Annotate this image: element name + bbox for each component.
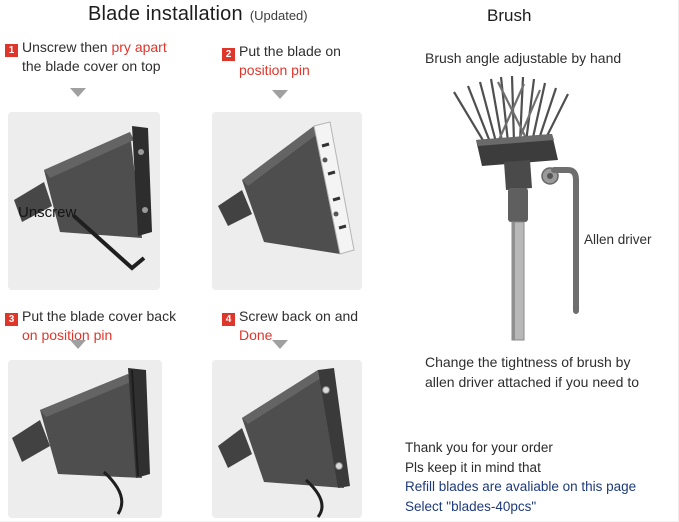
scraper-socket bbox=[12, 420, 50, 462]
blade-on-pin bbox=[313, 121, 355, 255]
scraper-head bbox=[242, 370, 344, 488]
brush-illustration bbox=[453, 76, 579, 341]
scraper-head bbox=[40, 374, 142, 478]
blade-cover-plate bbox=[128, 368, 150, 478]
step-4-panel bbox=[212, 360, 362, 518]
reminder-line: Pls keep it in mind that bbox=[405, 459, 541, 475]
step-4-badge: 4 bbox=[222, 313, 235, 326]
unscrew-label: Unscrew bbox=[18, 204, 77, 221]
allen-driver-label: Allen driver bbox=[584, 232, 652, 247]
brush-angle-note: Brush angle adjustable by hand bbox=[425, 50, 622, 66]
step-4-text-part: Screw back on and bbox=[239, 308, 359, 324]
step-4-keyword: Done bbox=[239, 327, 273, 343]
select-blades-line: Select "blades-40pcs" bbox=[405, 498, 537, 514]
scraper-step4-illustration bbox=[218, 368, 350, 518]
scraper-socket bbox=[14, 182, 52, 222]
scraper-head bbox=[242, 126, 340, 254]
step-3-text-part: Put the blade cover back bbox=[22, 308, 177, 324]
step-4-text: Screw back on and Done bbox=[239, 307, 389, 345]
scraper-head bbox=[44, 132, 142, 238]
blade-cover-plate bbox=[132, 126, 152, 236]
allen-key-icon bbox=[304, 478, 324, 518]
brush-hinge-bracket bbox=[504, 160, 532, 222]
scraper-step2-illustration bbox=[218, 121, 355, 255]
brush-tightness-line2: allen driver attached if you need to bbox=[425, 374, 640, 390]
step-2-keyword: position pin bbox=[239, 62, 310, 78]
step-1-text: Unscrew then pry apart the blade cover o… bbox=[22, 38, 222, 76]
step-1-text-part2: the blade cover on top bbox=[22, 58, 161, 74]
step-1-text-part: Unscrew then bbox=[22, 39, 112, 55]
brush-section-title: Brush bbox=[487, 6, 532, 25]
allen-key-icon bbox=[551, 167, 579, 314]
step-2-text: Put the blade on position pin bbox=[239, 42, 379, 80]
order-thanks-line: Thank you for your order bbox=[405, 440, 553, 455]
allen-key-icon bbox=[102, 470, 124, 515]
step-3-badge: 3 bbox=[5, 313, 18, 326]
step-1-badge: 1 bbox=[5, 44, 18, 57]
step-2-panel bbox=[212, 112, 362, 290]
down-arrow-icon bbox=[272, 90, 288, 99]
step-1-panel: Unscrew bbox=[8, 112, 160, 290]
brush-head bbox=[476, 134, 558, 166]
scraper-step3-illustration bbox=[12, 368, 150, 515]
step-2-text-part: Put the blade on bbox=[239, 43, 341, 59]
allen-key-icon bbox=[72, 214, 146, 271]
step-3-panel bbox=[8, 360, 162, 518]
step-1-keyword: pry apart bbox=[111, 39, 167, 55]
brush-tightness-note: Change the tightness of brush by allen d… bbox=[425, 352, 639, 392]
refill-info-line: Refill blades are avaliable on this page bbox=[405, 479, 637, 494]
scraper-step1-illustration bbox=[14, 126, 152, 271]
screwed-cover bbox=[318, 368, 350, 488]
down-arrow-icon bbox=[272, 340, 288, 349]
brush-tightness-line1: Change the tightness of brush by bbox=[425, 354, 631, 370]
scraper-socket bbox=[218, 190, 252, 226]
step-3-text: Put the blade cover back on position pin bbox=[22, 307, 222, 345]
down-arrow-icon bbox=[70, 340, 86, 349]
step-2-badge: 2 bbox=[222, 48, 235, 61]
down-arrow-icon bbox=[70, 88, 86, 97]
page-title: Blade installation bbox=[88, 3, 243, 25]
step-3-keyword: on position pin bbox=[22, 327, 113, 343]
brush-bristles bbox=[453, 76, 569, 143]
brush-pole bbox=[511, 221, 525, 341]
page-subtitle: (Updated) bbox=[249, 8, 308, 23]
scraper-socket bbox=[218, 428, 252, 468]
title-row: Blade installation (Updated) bbox=[88, 3, 308, 26]
order-note: Thank you for your order Pls keep it in … bbox=[405, 438, 636, 516]
